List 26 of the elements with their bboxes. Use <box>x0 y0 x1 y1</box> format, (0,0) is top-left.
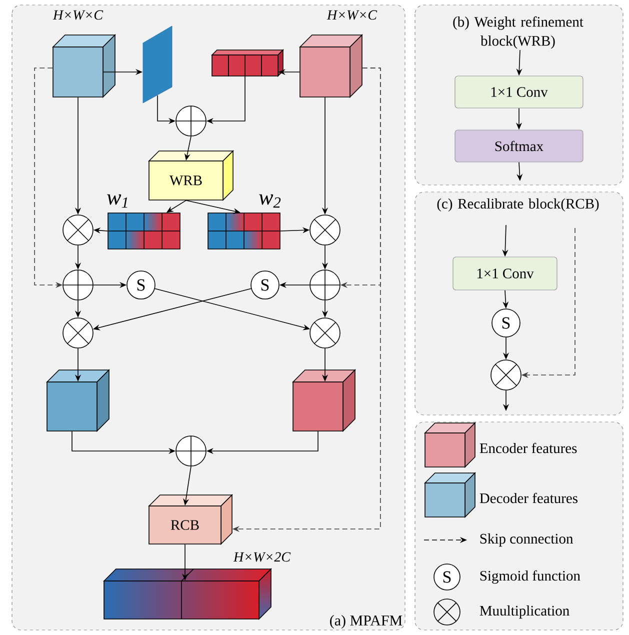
process-box: Softmax <box>454 130 584 162</box>
panel-title: (c) Recalibrate block(RCB) <box>437 198 599 212</box>
dimension-label: H×W×C <box>52 10 104 20</box>
multiply-symbol <box>310 318 340 348</box>
dimension-label: H×W×2C <box>233 552 291 562</box>
add-symbol <box>310 270 340 300</box>
feature-plane <box>142 26 172 104</box>
legend-text: Skip connection <box>480 533 573 547</box>
panel-title: (a) MPAFM <box>330 615 402 629</box>
panel-title: (b) Weight refinement block(WRB) <box>453 16 584 49</box>
legend-text: Muultiplication <box>480 605 570 619</box>
legend-text: Decoder features <box>480 492 578 504</box>
add-symbol <box>176 106 206 136</box>
legend-text: Sigmoid function <box>480 570 580 584</box>
matrix-label: w$_{2}$ <box>259 194 281 208</box>
process-box: 1×1 Conv <box>454 76 584 108</box>
multiply-symbol <box>62 214 94 246</box>
add-symbol <box>62 270 94 300</box>
process-box: 1×1 Conv <box>452 256 558 290</box>
matrix-label: w$_{1}$ <box>107 194 128 208</box>
add-symbol <box>176 436 206 466</box>
multiply-symbol <box>310 214 340 246</box>
dimension-label: H×W×C <box>326 10 378 20</box>
multiply-symbol <box>490 360 522 390</box>
multiply-symbol <box>62 318 94 348</box>
legend-text: Encoder features <box>480 442 577 454</box>
